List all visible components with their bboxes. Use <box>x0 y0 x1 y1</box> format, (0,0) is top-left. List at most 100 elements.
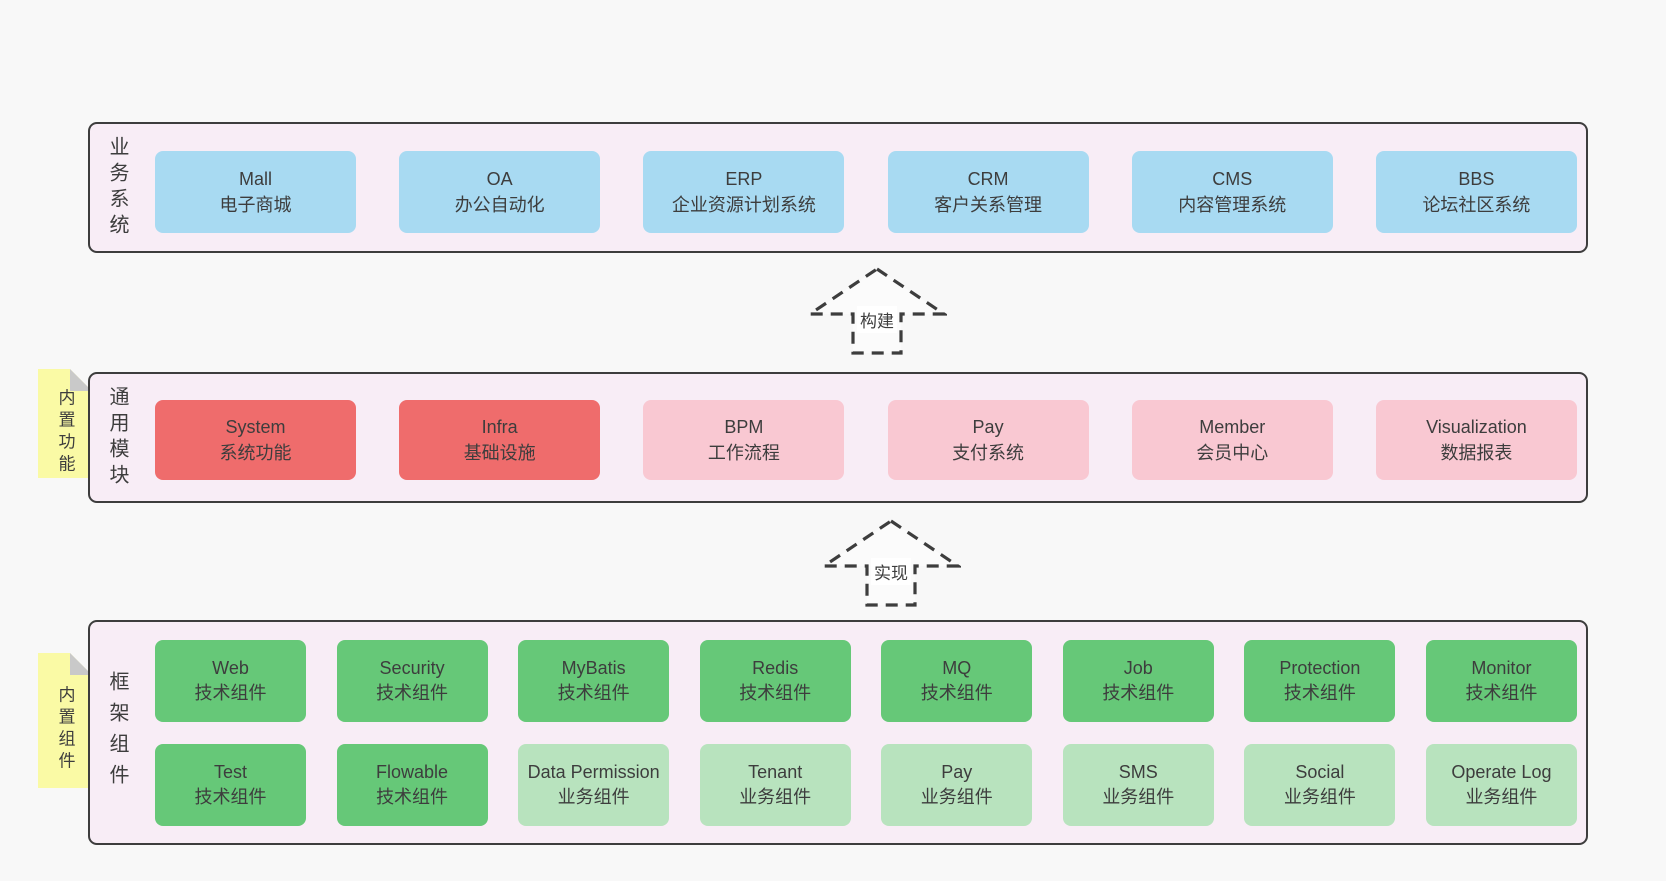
section-title: 业务系统 <box>106 135 128 240</box>
component-name: Job <box>1123 658 1153 679</box>
component-desc: 技术组件 <box>1465 683 1538 703</box>
section-common-modules: 通用模块 System 系统功能 Infra 基础设施 BPM 工作流程 Pay… <box>88 372 1588 503</box>
module-desc: 办公自动化 <box>454 195 545 215</box>
component-box-test: Test 技术组件 <box>155 744 306 826</box>
sticky-note-builtin-components: 内置组件 <box>38 653 92 788</box>
framework-box-row-1: Web 技术组件 Security 技术组件 MyBatis 技术组件 Redi… <box>155 640 1577 722</box>
module-name: Infra <box>481 416 518 437</box>
component-name: Monitor <box>1471 658 1532 679</box>
component-name: Operate Log <box>1451 762 1552 783</box>
module-name: Member <box>1199 416 1266 437</box>
component-name: Test <box>213 762 247 783</box>
component-name: Protection <box>1279 658 1361 679</box>
section-title: 框架组件 <box>106 670 128 795</box>
sticky-note-label: 内置功能 <box>55 388 75 477</box>
component-box-social: Social 业务组件 <box>1244 744 1396 826</box>
module-box-crm: CRM 客户关系管理 <box>887 151 1089 233</box>
component-desc: 技术组件 <box>194 787 267 807</box>
module-box-oa: OA 办公自动化 <box>399 151 601 233</box>
module-box-visualization: Visualization 数据报表 <box>1375 400 1577 480</box>
component-box-sms: SMS 业务组件 <box>1062 744 1214 826</box>
module-box-pay: Pay 支付系统 <box>887 400 1089 480</box>
arrow-build: 构建 <box>807 266 947 356</box>
module-box-mall: Mall 电子商城 <box>155 151 356 233</box>
component-desc: 业务组件 <box>557 787 630 807</box>
component-name: Pay <box>941 762 973 783</box>
component-name: Web <box>212 658 249 679</box>
component-box-data-permission: Data Permission 业务组件 <box>518 744 670 826</box>
component-desc: 技术组件 <box>376 683 449 703</box>
module-box-bbs: BBS 论坛社区系统 <box>1375 151 1577 233</box>
component-box-security: Security 技术组件 <box>336 640 488 722</box>
module-desc: 数据报表 <box>1440 443 1513 463</box>
module-box-erp: ERP 企业资源计划系统 <box>643 151 845 233</box>
module-box-member: Member 会员中心 <box>1131 400 1333 480</box>
component-desc: 技术组件 <box>739 683 812 703</box>
section-business-systems: 业务系统 Mall 电子商城 OA 办公自动化 ERP 企业资源计划系统 CRM… <box>88 122 1588 253</box>
component-name: Tenant <box>748 762 803 783</box>
module-name: System <box>225 416 286 437</box>
component-desc: 技术组件 <box>194 683 267 703</box>
component-desc: 技术组件 <box>1283 683 1356 703</box>
module-desc: 企业资源计划系统 <box>671 195 816 215</box>
component-box-monitor: Monitor 技术组件 <box>1425 640 1577 722</box>
common-box-row: System 系统功能 Infra 基础设施 BPM 工作流程 Pay 支付系统… <box>155 400 1577 480</box>
component-name: Data Permission <box>527 762 660 783</box>
component-box-job: Job 技术组件 <box>1062 640 1214 722</box>
sticky-note-label: 内置组件 <box>55 685 75 774</box>
module-name: Pay <box>972 416 1004 437</box>
module-desc: 电子商城 <box>219 195 292 215</box>
component-name: Security <box>379 658 445 679</box>
module-desc: 论坛社区系统 <box>1422 195 1531 215</box>
module-desc: 基础设施 <box>463 443 536 463</box>
framework-box-row-2: Test 技术组件 Flowable 技术组件 Data Permission … <box>155 744 1577 826</box>
component-box-pay: Pay 业务组件 <box>881 744 1033 826</box>
component-desc: 技术组件 <box>920 683 993 703</box>
sticky-note-builtin-features: 内置功能 <box>38 369 92 478</box>
business-box-row: Mall 电子商城 OA 办公自动化 ERP 企业资源计划系统 CRM 客户关系… <box>155 151 1577 233</box>
component-name: Flowable <box>376 762 449 783</box>
module-box-bpm: BPM 工作流程 <box>643 400 845 480</box>
module-name: ERP <box>725 168 763 189</box>
component-name: MyBatis <box>561 658 626 679</box>
component-box-mybatis: MyBatis 技术组件 <box>518 640 670 722</box>
arrow-label: 构建 <box>857 306 897 333</box>
section-title: 通用模块 <box>106 385 128 490</box>
component-box-operate-log: Operate Log 业务组件 <box>1425 744 1577 826</box>
module-name: BBS <box>1458 168 1495 189</box>
module-name: Mall <box>238 168 272 189</box>
module-name: OA <box>486 168 513 189</box>
component-desc: 业务组件 <box>920 787 993 807</box>
module-name: BPM <box>724 416 764 437</box>
component-desc: 技术组件 <box>1102 683 1175 703</box>
section-framework-components: 框架组件 Web 技术组件 Security 技术组件 MyBatis 技术组件… <box>88 620 1588 845</box>
component-desc: 业务组件 <box>1465 787 1538 807</box>
component-desc: 业务组件 <box>1283 787 1356 807</box>
component-name: MQ <box>942 658 972 679</box>
arrow-label: 实现 <box>871 558 911 585</box>
module-desc: 内容管理系统 <box>1178 195 1287 215</box>
arrow-implement: 实现 <box>821 518 961 608</box>
component-box-web: Web 技术组件 <box>155 640 306 722</box>
module-desc: 客户关系管理 <box>934 195 1043 215</box>
module-box-cms: CMS 内容管理系统 <box>1131 151 1333 233</box>
component-desc: 技术组件 <box>557 683 630 703</box>
component-box-redis: Redis 技术组件 <box>699 640 851 722</box>
module-name: CMS <box>1212 168 1253 189</box>
module-box-system: System 系统功能 <box>155 400 356 480</box>
component-box-protection: Protection 技术组件 <box>1244 640 1396 722</box>
module-box-infra: Infra 基础设施 <box>399 400 601 480</box>
component-box-tenant: Tenant 业务组件 <box>699 744 851 826</box>
component-desc: 业务组件 <box>739 787 812 807</box>
component-box-mq: MQ 技术组件 <box>881 640 1033 722</box>
component-box-flowable: Flowable 技术组件 <box>336 744 488 826</box>
component-desc: 业务组件 <box>1102 787 1175 807</box>
component-name: Social <box>1295 762 1345 783</box>
component-desc: 技术组件 <box>376 787 449 807</box>
module-desc: 会员中心 <box>1196 443 1269 463</box>
module-desc: 工作流程 <box>707 443 780 463</box>
component-name: SMS <box>1118 762 1158 783</box>
module-desc: 支付系统 <box>952 443 1025 463</box>
module-desc: 系统功能 <box>219 443 292 463</box>
module-name: Visualization <box>1426 416 1527 437</box>
